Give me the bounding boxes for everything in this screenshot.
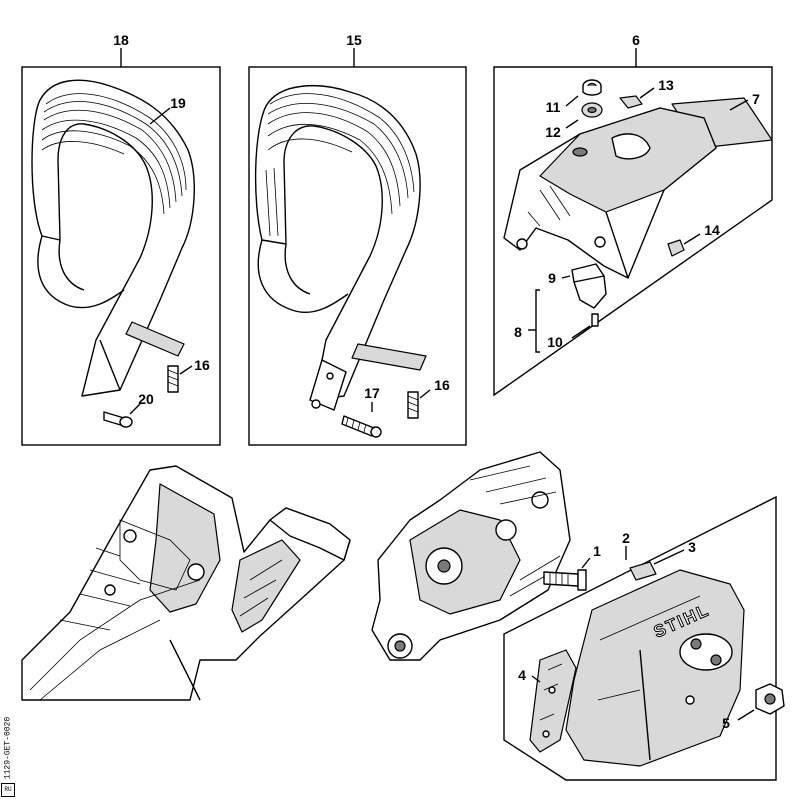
plug-14 xyxy=(667,233,701,257)
cap-13 xyxy=(619,87,655,109)
callout-19: 19 xyxy=(170,95,186,111)
grommet-12 xyxy=(565,102,603,129)
handle-bar-15 xyxy=(254,84,427,411)
callout-18: 18 xyxy=(113,32,129,48)
callout-1: 1 xyxy=(593,543,601,559)
screw-20 xyxy=(103,403,141,428)
latch-assembly-8 xyxy=(528,263,607,353)
screw-16b xyxy=(407,389,431,419)
callout-3: 3 xyxy=(688,539,696,555)
stud-bolt-1 xyxy=(543,557,591,591)
callout-20: 20 xyxy=(138,391,154,407)
callout-8: 8 xyxy=(514,324,522,340)
callout-15: 15 xyxy=(346,32,362,48)
callout-16-right: 16 xyxy=(434,377,450,393)
callout-16-left: 16 xyxy=(194,357,210,373)
shroud-body xyxy=(503,107,717,279)
handle-foot xyxy=(351,343,427,371)
callout-5: 5 xyxy=(722,715,730,731)
grommet-11 xyxy=(565,79,602,107)
panel-15-handle-kit: 15 17 16 xyxy=(248,32,467,446)
drawing-code-text: 1129-GET-0020 xyxy=(3,716,13,779)
sprocket-cover-kit: 2 3 STIHL 4 xyxy=(503,495,785,781)
callout-12: 12 xyxy=(545,124,561,140)
handle-bar-19 xyxy=(31,79,195,397)
shroud-opening xyxy=(611,133,651,160)
callout-13: 13 xyxy=(658,77,674,93)
callout-14: 14 xyxy=(704,222,720,238)
screw-17 xyxy=(341,402,382,438)
guide-plate-4 xyxy=(529,649,577,753)
bracket-8 xyxy=(535,289,540,353)
callout-10: 10 xyxy=(547,334,563,350)
crankcase-closeup xyxy=(21,465,351,701)
callout-11: 11 xyxy=(546,99,561,115)
sprocket-cover: STIHL xyxy=(565,569,745,767)
screw-16a xyxy=(167,365,193,393)
nut-5 xyxy=(737,683,785,721)
callout-7: 7 xyxy=(752,91,760,107)
callout-4: 4 xyxy=(518,667,526,683)
panel-18-handle-kit: 18 19 16 xyxy=(21,32,221,446)
drawing-code: 1129-GET-0020 xyxy=(1,700,15,795)
callout-6: 6 xyxy=(632,32,640,48)
mounting-strap xyxy=(125,321,185,357)
crankcase-assembly xyxy=(371,451,591,661)
panel-6-shroud-kit: 6 7 11 12 xyxy=(493,32,773,397)
callout-9: 9 xyxy=(548,270,556,286)
callout-17: 17 xyxy=(364,385,380,401)
latch-body xyxy=(573,275,607,309)
corner-mark: RU xyxy=(1,783,15,797)
callout-2: 2 xyxy=(622,530,630,546)
screw-10 xyxy=(591,313,599,327)
nut-3 xyxy=(629,549,685,581)
